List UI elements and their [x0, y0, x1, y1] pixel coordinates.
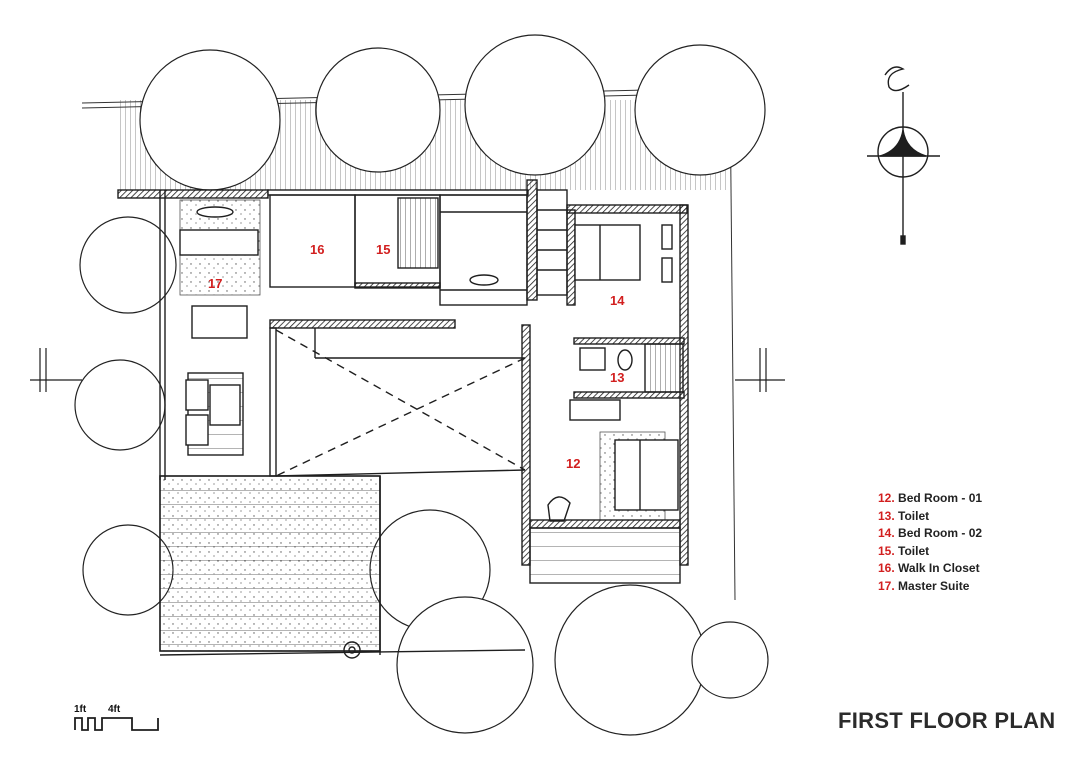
- legend-number: 12.: [878, 491, 895, 505]
- room-legend: 12. Bed Room - 01 13. Toilet 14. Bed Roo…: [878, 490, 982, 595]
- legend-label: Master Suite: [898, 578, 970, 593]
- building-walls: [117, 179, 689, 659]
- room-label-15: 15: [376, 242, 391, 257]
- legend-number: 16.: [878, 561, 895, 575]
- scale-bar: [74, 717, 159, 731]
- legend-label: Toilet: [898, 543, 930, 558]
- legend-item: 12. Bed Room - 01: [878, 490, 982, 508]
- room-label-17: 17: [208, 276, 223, 291]
- legend-label: Bed Room - 02: [898, 526, 983, 540]
- legend-item: 15. Toilet: [878, 543, 982, 561]
- north-arrow-icon: [867, 66, 940, 245]
- legend-number: 14.: [878, 526, 895, 540]
- room-label-12: 12: [566, 456, 581, 471]
- legend-number: 17.: [878, 578, 895, 593]
- legend-item: 16. Walk In Closet: [878, 560, 982, 578]
- legend-item: 14. Bed Room - 02: [878, 525, 982, 543]
- scale-label-4ft: 4ft: [108, 704, 121, 715]
- legend-item: 13. Toilet: [878, 508, 982, 526]
- room-label-14: 14: [610, 293, 625, 308]
- legend-item: 17. Master Suite: [878, 578, 982, 596]
- legend-number: 13.: [878, 508, 895, 523]
- legend-label: Bed Room - 01: [898, 491, 983, 505]
- legend-number: 15.: [878, 543, 895, 558]
- scale-label-1ft: 1ft: [74, 704, 87, 715]
- legend-label: Walk In Closet: [898, 561, 980, 575]
- drawing-title: FIRST FLOOR PLAN: [838, 708, 1056, 733]
- trees: [74, 34, 769, 736]
- grid-markers: [30, 348, 785, 392]
- room-label-13: 13: [610, 370, 625, 385]
- legend-label: Toilet: [898, 508, 930, 523]
- room-label-16: 16: [310, 242, 325, 257]
